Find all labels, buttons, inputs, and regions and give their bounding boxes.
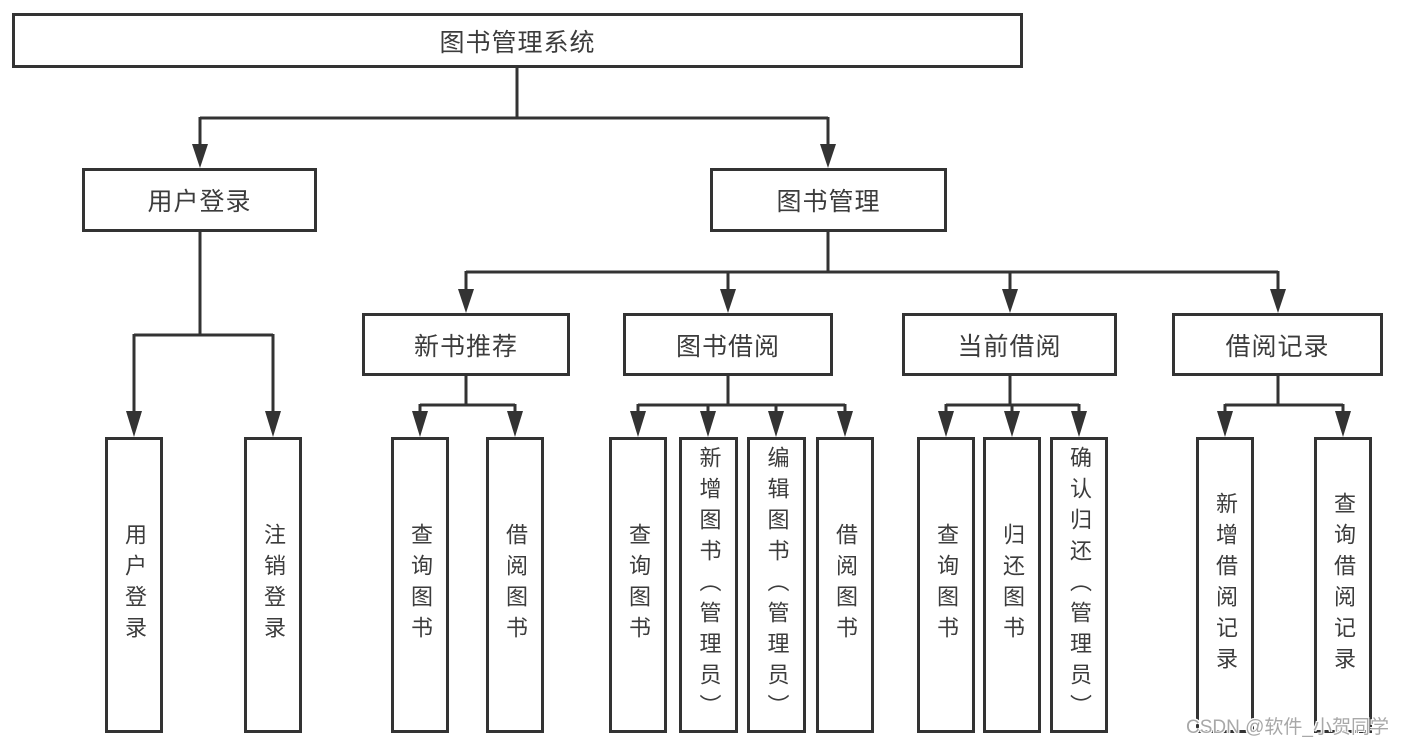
leaf-query-books-2: 查询图书 (609, 437, 667, 733)
node-label: 新增图书（管理员） (696, 445, 722, 725)
leaf-edit-books-admin: 编辑图书（管理员） (747, 437, 806, 733)
arrowheads (126, 144, 1351, 437)
node-label: 借阅图书 (833, 523, 858, 647)
node-label: 图书管理 (776, 188, 881, 216)
node-label: 注销登录 (261, 523, 286, 647)
leaf-borrow-books-1: 借阅图书 (486, 437, 544, 733)
leaf-return-books: 归还图书 (983, 437, 1041, 733)
csdn-watermark: CSDN @软件_小贺同学 (1186, 717, 1389, 738)
node-label: 用户登录 (122, 523, 147, 647)
leaf-query-books-3: 查询图书 (917, 437, 975, 733)
node-label: 图书管理系统 (439, 28, 596, 57)
node-label: 确认归还（管理员） (1067, 445, 1092, 725)
node-label: 新书推荐 (413, 332, 518, 361)
node-label: 用户登录 (147, 188, 252, 216)
node-label: 当前借阅 (957, 332, 1062, 361)
node-label: 归还图书 (1000, 523, 1025, 647)
node-label: 查询图书 (626, 523, 651, 647)
node-label: 借阅记录 (1225, 332, 1330, 361)
node-current-borrowing: 当前借阅 (902, 313, 1117, 376)
node-label: 编辑图书（管理员） (764, 445, 790, 725)
leaf-logout: 注销登录 (244, 437, 302, 733)
leaf-user-login: 用户登录 (105, 437, 163, 733)
node-label: 查询图书 (934, 523, 959, 647)
leaf-add-books-admin: 新增图书（管理员） (679, 437, 738, 733)
leaf-query-borrow-record: 查询借阅记录 (1314, 437, 1372, 733)
node-label: 查询借阅记录 (1331, 492, 1356, 678)
leaf-query-books-1: 查询图书 (391, 437, 449, 733)
node-label: 借阅图书 (503, 523, 528, 647)
node-label: 新增借阅记录 (1213, 492, 1238, 678)
node-borrowing-records: 借阅记录 (1172, 313, 1383, 376)
leaf-add-borrow-record: 新增借阅记录 (1196, 437, 1254, 733)
node-book-borrowing: 图书借阅 (623, 313, 833, 376)
node-label: 图书借阅 (675, 332, 780, 361)
node-library-management-system: 图书管理系统 (12, 13, 1023, 68)
leaf-confirm-return-admin: 确认归还（管理员） (1050, 437, 1108, 733)
node-book-management: 图书管理 (710, 168, 947, 232)
node-label: 查询图书 (408, 523, 433, 647)
leaf-borrow-books-2: 借阅图书 (816, 437, 874, 733)
node-user-login: 用户登录 (82, 168, 317, 232)
node-new-book-recommendation: 新书推荐 (362, 313, 570, 376)
